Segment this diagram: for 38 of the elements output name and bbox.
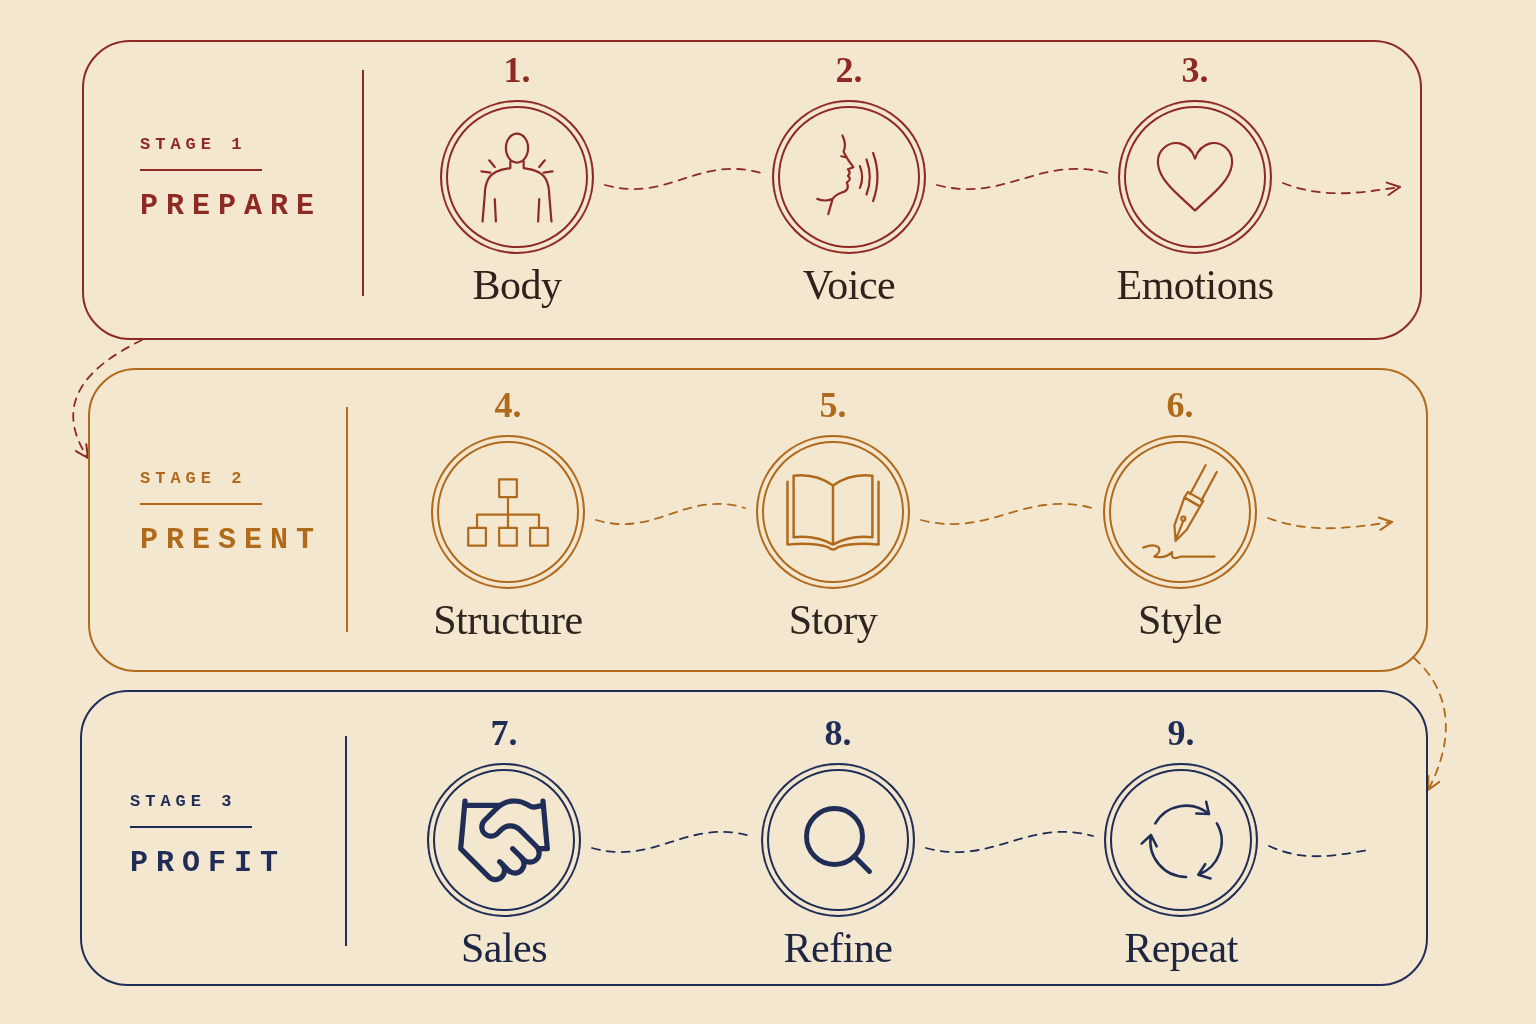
step-label: Style <box>1138 596 1222 645</box>
step-label: Sales <box>460 924 548 973</box>
step-label: Refine <box>783 924 893 973</box>
step-number: 9. <box>1167 712 1195 755</box>
dashed-arrow <box>72 339 143 459</box>
step-number: 7. <box>490 712 518 755</box>
step-number: 2. <box>835 49 863 92</box>
stage-band <box>88 368 1428 672</box>
dashed-arrow <box>1282 181 1401 196</box>
stage-label: STAGE 3 <box>130 791 237 813</box>
dashed-arrow <box>1267 516 1393 531</box>
stage-title: PREPARE <box>140 188 323 224</box>
step-number: 6. <box>1166 384 1194 427</box>
step-label: Repeat <box>1124 924 1238 973</box>
step-label: Voice <box>802 261 896 310</box>
stage-title: PRESENT <box>140 522 323 558</box>
step-label: Structure <box>433 596 583 645</box>
step-number: 4. <box>494 384 522 427</box>
stage-label: STAGE 2 <box>140 468 247 490</box>
stage-label: STAGE 1 <box>140 134 247 156</box>
dashed-connector <box>591 831 751 853</box>
dashed-connector <box>604 168 762 190</box>
step-number: 8. <box>824 712 852 755</box>
step-number: 3. <box>1181 49 1209 92</box>
stage-title: PROFIT <box>130 845 287 881</box>
dashed-connector <box>920 503 1093 525</box>
stage-band <box>82 40 1422 340</box>
step-label: Body <box>472 261 562 310</box>
step-number: 1. <box>503 49 531 92</box>
dashed-arrow <box>1413 657 1447 791</box>
step-label: Story <box>788 596 878 645</box>
dashed-connector <box>925 831 1094 853</box>
dashed-connector <box>1268 845 1369 858</box>
step-number: 5. <box>819 384 847 427</box>
dashed-connector <box>936 168 1108 190</box>
dashed-connector <box>595 503 746 525</box>
stage-band <box>80 690 1428 986</box>
step-label: Emotions <box>1116 261 1274 310</box>
